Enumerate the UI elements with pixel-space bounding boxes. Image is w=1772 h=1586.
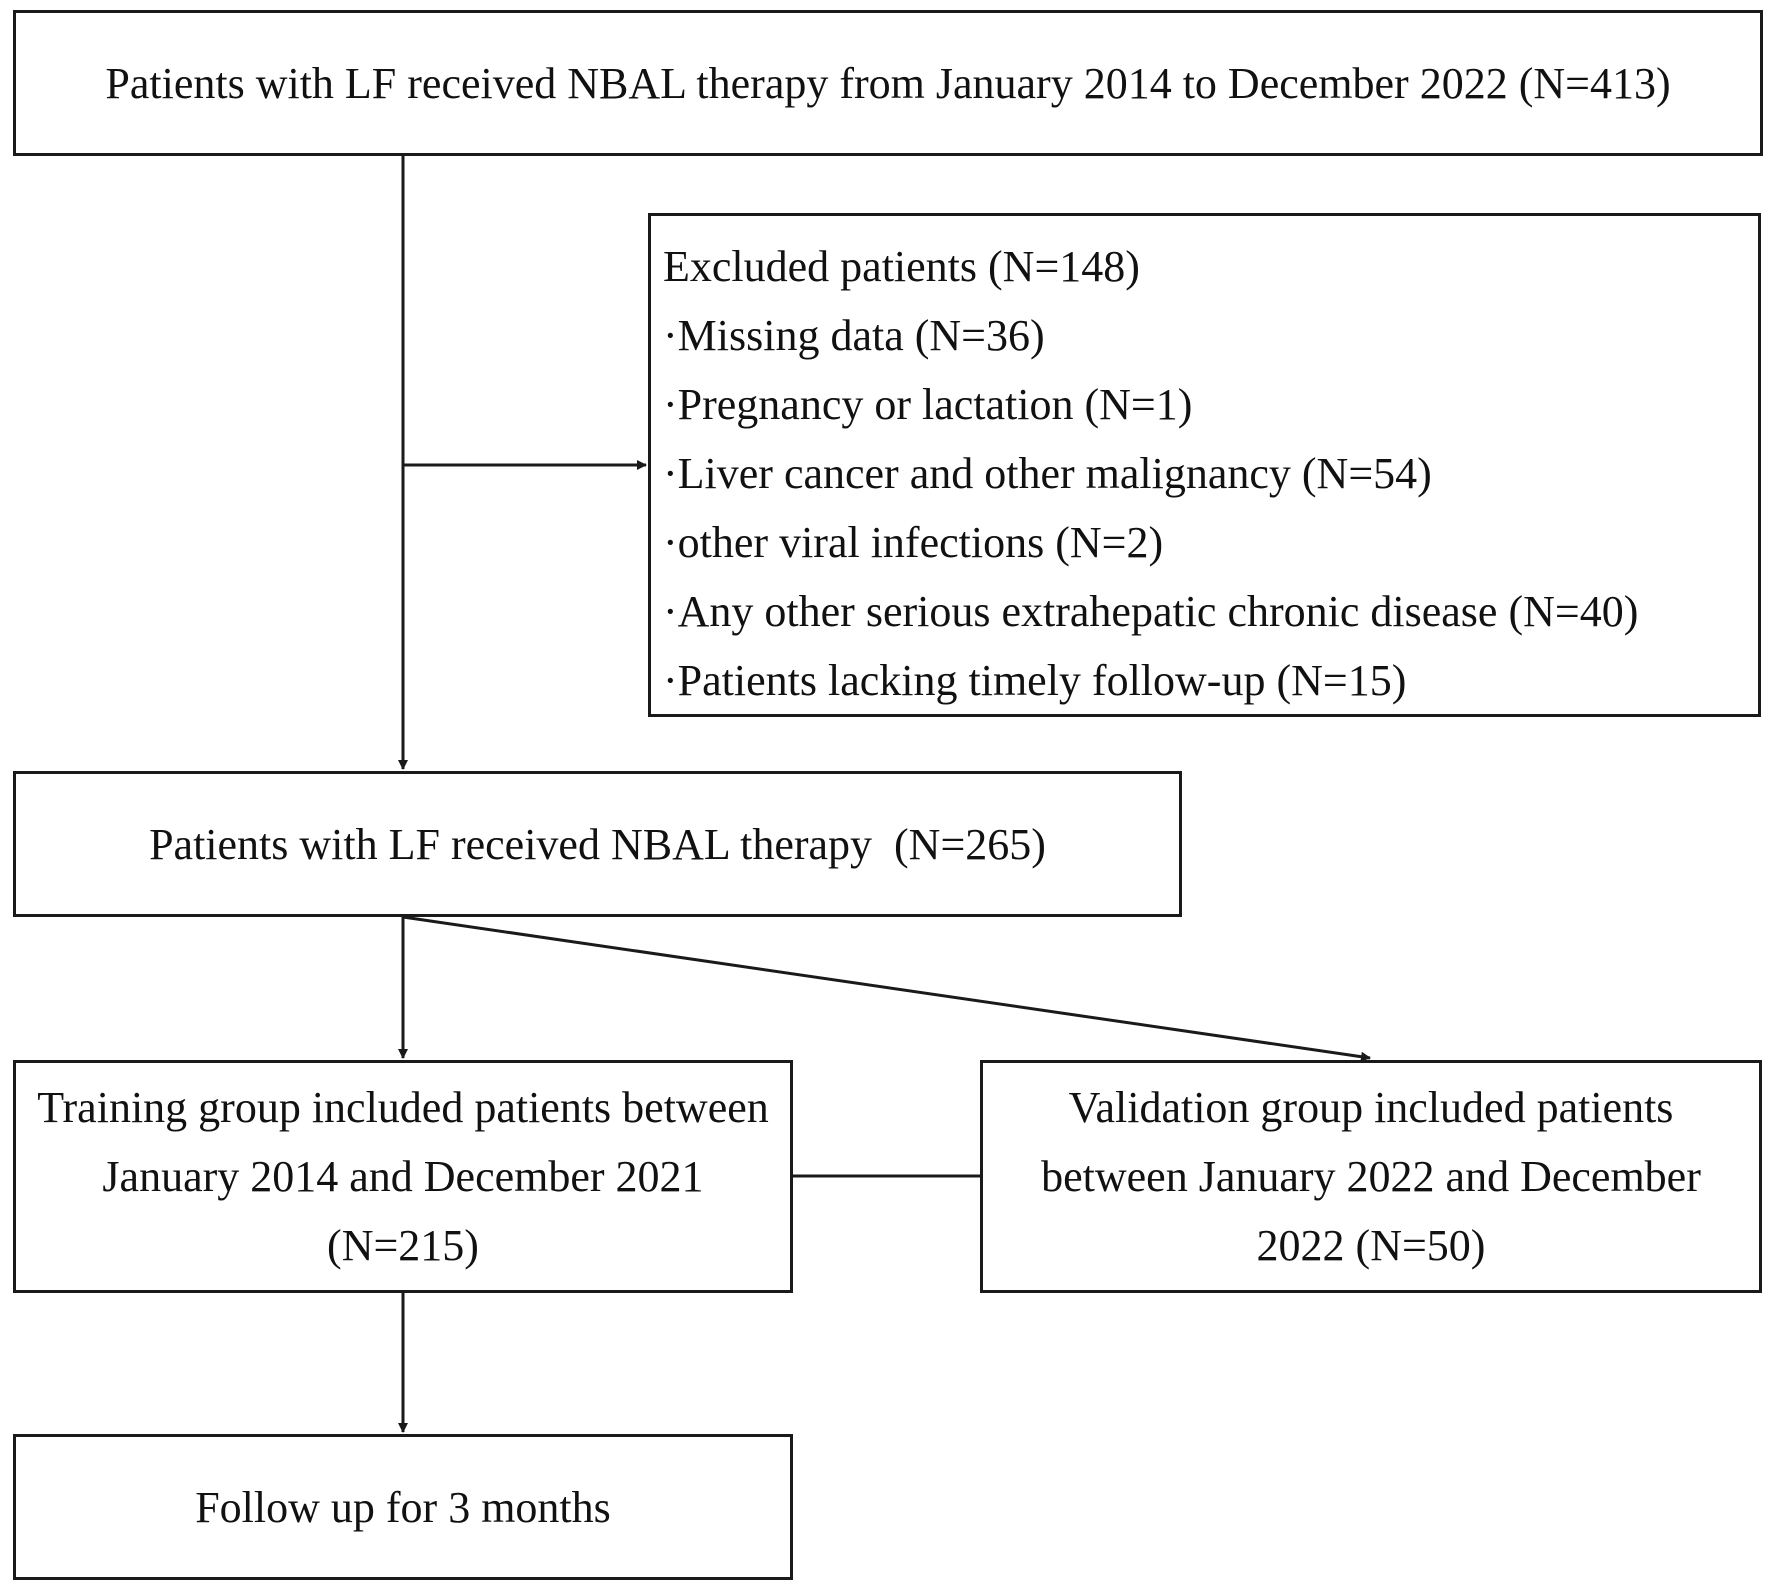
box-follow-up: Follow up for 3 months: [13, 1434, 793, 1580]
excluded-item-missing-data: Missing data (N=36): [663, 301, 1638, 370]
excluded-item-pregnancy: Pregnancy or lactation (N=1): [663, 370, 1638, 439]
excluded-header: Excluded patients (N=148): [663, 242, 1140, 291]
excluded-item-liver-cancer: Liver cancer and other malignancy (N=54): [663, 439, 1638, 508]
excluded-list: Excluded patients (N=148) Missing data (…: [663, 232, 1638, 715]
excluded-item-lacking-follow-up: Patients lacking timely follow-up (N=15): [663, 646, 1638, 715]
follow-up-text: Follow up for 3 months: [195, 1482, 611, 1532]
box-training-group: Training group included patients between…: [13, 1060, 793, 1293]
arrow-middle-to-validation: [402, 915, 1371, 1062]
box-included-patients: Patients with LF received NBAL therapy (…: [13, 771, 1182, 917]
box-excluded-patients: Excluded patients (N=148) Missing data (…: [648, 213, 1761, 717]
box-validation-group: Validation group included patients betwe…: [980, 1060, 1762, 1293]
excluded-item-chronic-disease: Any other serious extrahepatic chronic d…: [663, 577, 1639, 646]
box-all-patients: Patients with LF received NBAL therapy f…: [13, 10, 1763, 156]
all-patients-text: Patients with LF received NBAL therapy f…: [105, 58, 1671, 108]
included-patients-text: Patients with LF received NBAL therapy (…: [149, 819, 1046, 869]
excluded-item-viral-infections: other viral infections (N=2): [663, 508, 1638, 577]
training-group-text: Training group included patients between…: [37, 1083, 769, 1270]
validation-group-text: Validation group included patients betwe…: [1041, 1083, 1701, 1270]
